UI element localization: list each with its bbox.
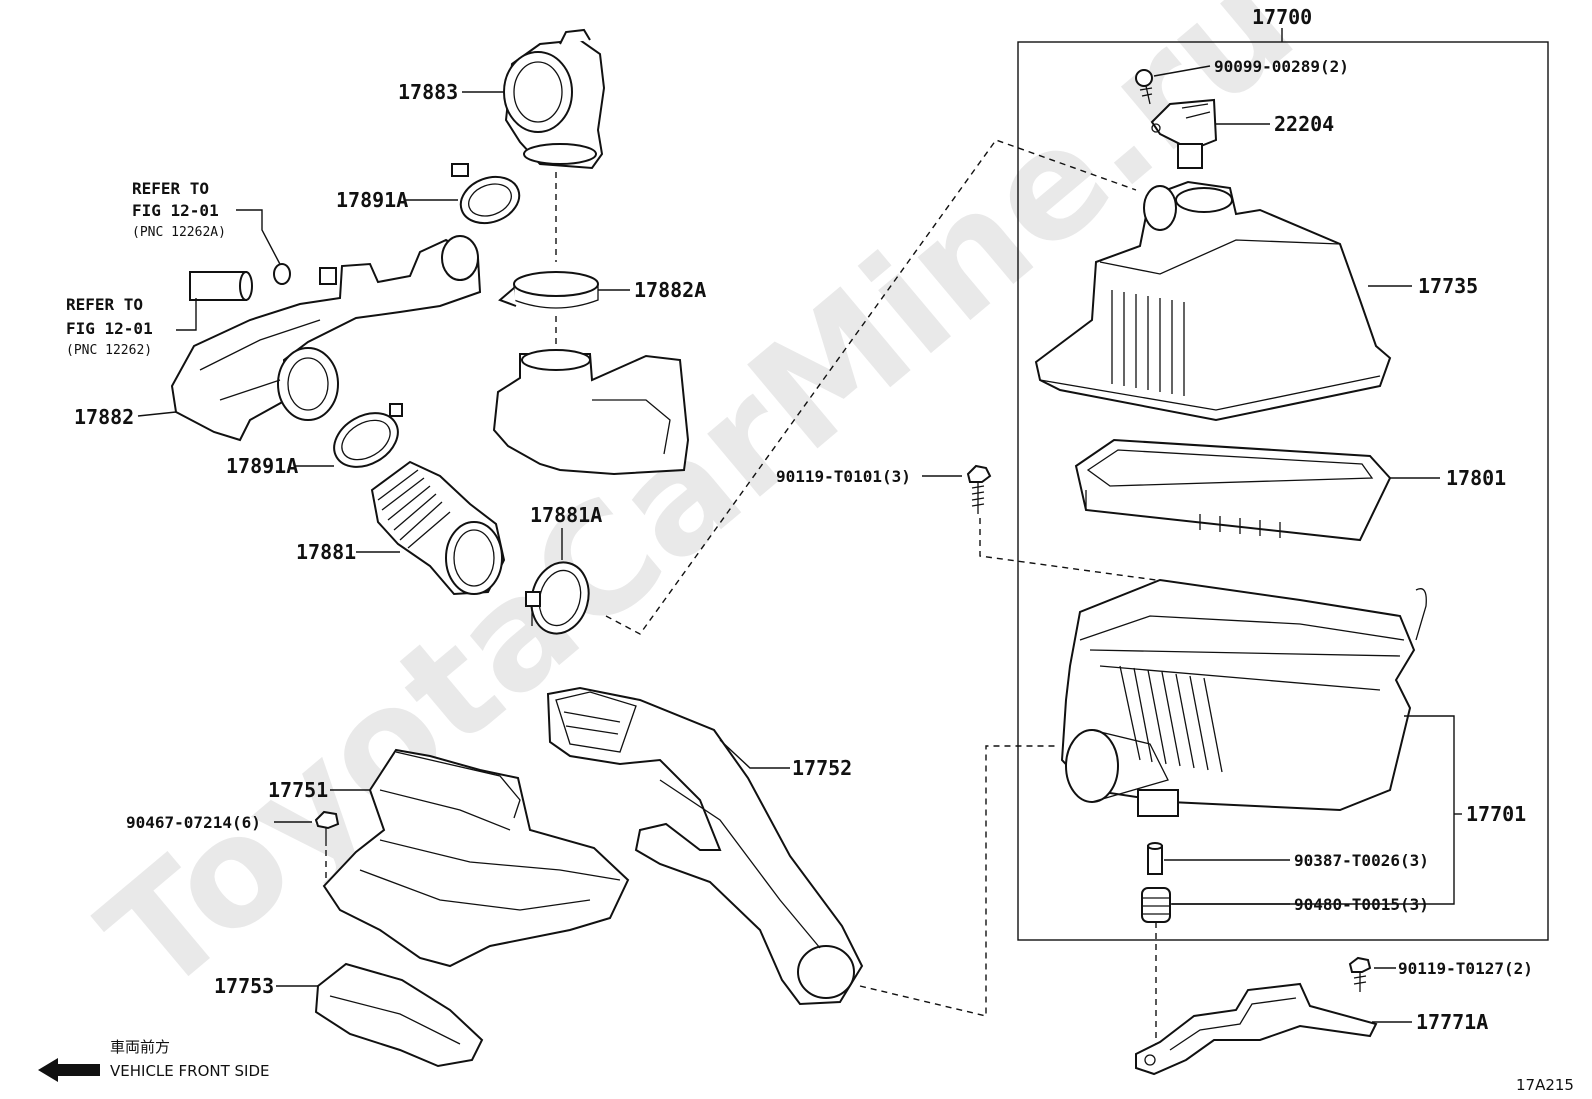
label-17881[interactable]: 17881 — [296, 540, 356, 564]
bracket-17771A-icon — [1135, 982, 1378, 1076]
clip-90467-icon — [314, 810, 340, 846]
small-clip-icon — [273, 263, 291, 285]
label-90119-T0127[interactable]: 90119-T0127(2) — [1398, 959, 1533, 978]
label-17891A-top[interactable]: 17891A — [336, 188, 408, 212]
hose-clamp-17891A-bottom-icon — [333, 403, 403, 468]
label-17883[interactable]: 17883 — [398, 80, 458, 104]
cover-17753-icon — [314, 962, 484, 1068]
label-17882[interactable]: 17882 — [74, 405, 134, 429]
label-17735[interactable]: 17735 — [1418, 274, 1478, 298]
label-17891A-bottom[interactable]: 17891A — [226, 454, 298, 478]
reference-2-line2: FIG 12-01 — [66, 319, 153, 338]
label-17753[interactable]: 17753 — [214, 974, 274, 998]
label-90480-T0015[interactable]: 90480-T0015(3) — [1294, 895, 1429, 914]
reference-2-line1: REFER TO — [66, 295, 143, 314]
air-inlet-duct-17752-icon — [546, 686, 864, 1006]
label-17701[interactable]: 17701 — [1466, 802, 1526, 826]
air-flow-sensor-22204-icon — [1150, 98, 1218, 169]
reference-1-line1: REFER TO — [132, 179, 209, 198]
air-cleaner-case-17701-icon — [1060, 578, 1427, 817]
reference-1-line3: (PNC 12262A) — [132, 225, 226, 240]
label-90099-00289[interactable]: 90099-00289(2) — [1214, 57, 1349, 76]
throttle-body-icon — [492, 349, 690, 476]
diagram-code: 17A215 — [1516, 1076, 1574, 1094]
direction-japanese: 車両前方 — [110, 1038, 170, 1056]
air-cleaner-cap-17735-icon — [1034, 180, 1392, 422]
bolt-90119-T0101-icon — [966, 464, 992, 514]
corrugated-hose-17881-icon — [370, 460, 506, 596]
label-90387-T0026[interactable]: 90387-T0026(3) — [1294, 851, 1429, 870]
grommet-90480-icon — [1141, 887, 1171, 923]
label-90467-07214[interactable]: 90467-07214(6) — [126, 813, 261, 832]
reference-pipe-icon — [189, 271, 253, 301]
intake-hose-17883-icon — [503, 28, 606, 170]
hose-clamp-17891A-top-icon — [451, 163, 521, 225]
reference-1-line2: FIG 12-01 — [132, 201, 219, 220]
label-17882A[interactable]: 17882A — [634, 278, 706, 302]
label-17881A[interactable]: 17881A — [530, 503, 602, 527]
collar-90387-icon — [1147, 842, 1163, 875]
label-17801[interactable]: 17801 — [1446, 466, 1506, 490]
bolt-90119-T0127-icon — [1348, 956, 1372, 992]
label-17771A[interactable]: 17771A — [1416, 1010, 1488, 1034]
front-direction-arrow-icon — [38, 1058, 100, 1082]
intake-pipe-17882-icon — [170, 235, 482, 442]
label-90119-T0101[interactable]: 90119-T0101(3) — [776, 467, 911, 486]
bolt-90099-icon — [1135, 69, 1153, 105]
label-17700[interactable]: 17700 — [1252, 5, 1312, 29]
air-filter-element-17801-icon — [1074, 438, 1392, 542]
label-22204[interactable]: 22204 — [1274, 112, 1334, 136]
hose-clamp-17881A-icon — [525, 561, 590, 635]
direction-english: VEHICLE FRONT SIDE — [110, 1062, 270, 1080]
reference-2-line3: (PNC 12262) — [66, 343, 152, 358]
assembly-box-17700 — [1017, 41, 1549, 941]
hose-clamp-17882A-icon — [498, 271, 599, 309]
label-17752[interactable]: 17752 — [792, 756, 852, 780]
label-17751[interactable]: 17751 — [268, 778, 328, 802]
